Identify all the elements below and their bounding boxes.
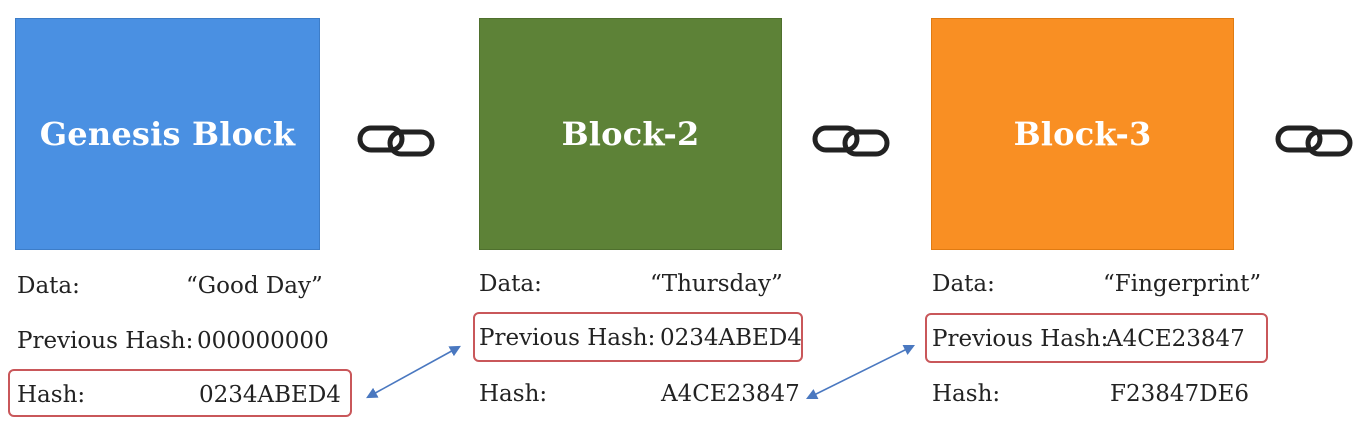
hash-label: Hash: <box>932 381 1001 407</box>
previous-hash-label: Previous Hash: <box>479 325 656 351</box>
data-value: “Good Day” <box>186 273 323 299</box>
previous-hash-value: 0234ABED4 <box>660 325 802 351</box>
previous-hash-highlight-box <box>473 312 803 362</box>
previous-hash-value: A4CE23847 <box>1106 326 1245 352</box>
previous-hash-highlight-box <box>925 313 1268 363</box>
data-label: Data: <box>17 273 80 299</box>
data-value: “Thursday” <box>650 271 783 297</box>
data-label: Data: <box>479 271 542 297</box>
data-label: Data: <box>932 271 995 297</box>
hash-label: Hash: <box>17 382 86 408</box>
previous-hash-label: Previous Hash: <box>932 326 1109 352</box>
hash-value: 0234ABED4 <box>199 382 341 408</box>
block-title: Block-3 <box>1013 115 1152 153</box>
previous-hash-label: Previous Hash: <box>17 328 194 354</box>
block-title: Block-2 <box>561 115 700 153</box>
hash-highlight-box <box>8 369 352 417</box>
hash-label: Hash: <box>479 381 548 407</box>
hash-link-arrow <box>805 344 916 400</box>
hash-value: F23847DE6 <box>1110 381 1249 407</box>
genesis-block: Genesis Block <box>15 18 320 250</box>
hash-link-arrow <box>366 345 461 399</box>
data-value: “Fingerprint” <box>1103 271 1262 297</box>
previous-hash-value: 000000000 <box>197 328 329 354</box>
block-2: Block-2 <box>479 18 782 250</box>
block-3: Block-3 <box>931 18 1234 250</box>
block-title: Genesis Block <box>39 115 296 153</box>
chain-link-icon <box>812 125 890 157</box>
chain-link-icon <box>357 125 435 157</box>
chain-link-icon <box>1275 125 1353 157</box>
hash-value: A4CE23847 <box>661 381 800 407</box>
